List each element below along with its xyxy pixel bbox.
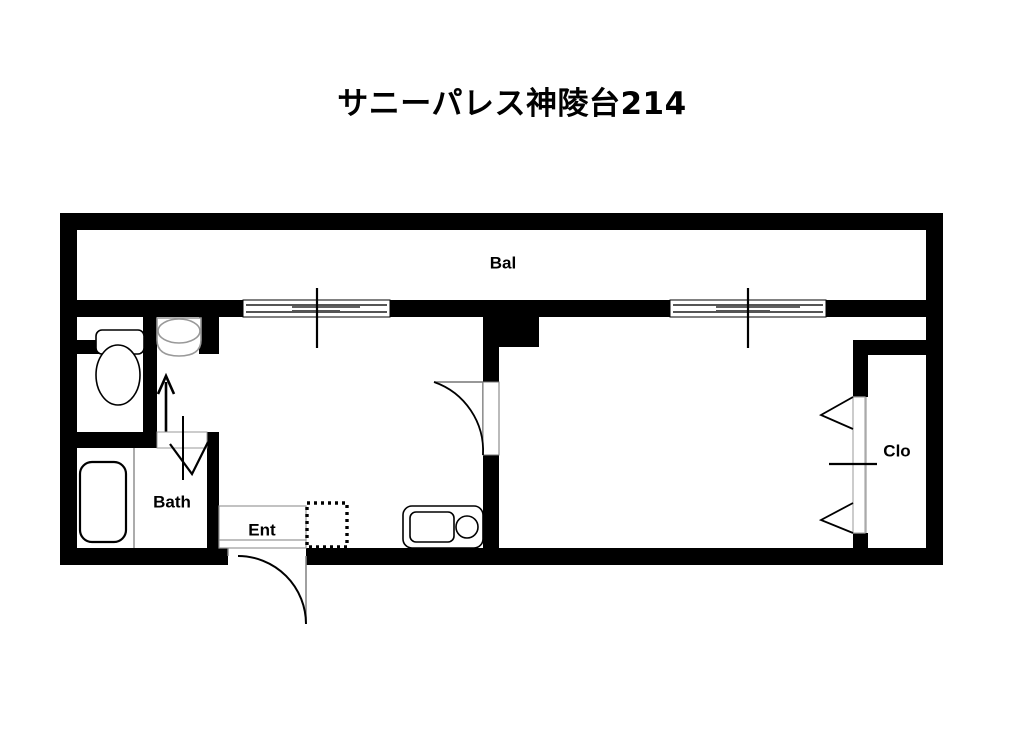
wall-center-lower: [483, 455, 499, 565]
bathtub-fixture: [78, 460, 128, 544]
room-label-entrance: Ent: [248, 520, 276, 539]
wall-outer-right: [926, 213, 943, 565]
closet-doors[interactable]: [818, 396, 877, 534]
wall-closet-left-bottom: [853, 533, 868, 565]
room-label-balcony: Bal: [490, 253, 516, 272]
living-door[interactable]: [433, 381, 500, 456]
kitchen-sink-fixture: [402, 505, 484, 549]
wall-bath-top-left: [60, 432, 157, 448]
wall-outer-left-upper: [60, 213, 77, 317]
wall-center-upper: [483, 347, 499, 382]
balcony-window-left[interactable]: [242, 288, 391, 348]
wall-bath-right: [207, 432, 219, 565]
wall-entrance-nib: [218, 548, 228, 565]
walls-group: [60, 213, 943, 565]
wall-washroom-right-upper: [199, 317, 219, 354]
wall-outer-bottom-right: [306, 548, 943, 565]
wall-balcony-divider-right: [826, 300, 943, 317]
wall-balcony-divider: [60, 300, 243, 317]
wall-outer-top: [60, 213, 943, 230]
closet-door-lower[interactable]: [818, 502, 854, 534]
closet-door-upper[interactable]: [818, 396, 854, 430]
room-label-closet: Clo: [883, 441, 910, 460]
page-title: サニーパレス神陵台214: [337, 86, 687, 122]
bath-folding-door[interactable]: [156, 416, 209, 480]
balcony-window-right[interactable]: [669, 288, 827, 348]
wall-outer-bottom-left: [60, 548, 218, 565]
wall-center-top-block: [483, 300, 539, 347]
wall-wc-left-stub: [77, 340, 99, 354]
entrance-door[interactable]: [227, 548, 307, 625]
shoe-box-fixture: [305, 501, 349, 549]
entrance-area: [218, 505, 307, 549]
toilet-fixture: [95, 329, 145, 406]
room-label-bath: Bath: [153, 492, 191, 511]
wall-closet-top: [853, 340, 943, 355]
washbasin-fixture: [156, 317, 202, 357]
